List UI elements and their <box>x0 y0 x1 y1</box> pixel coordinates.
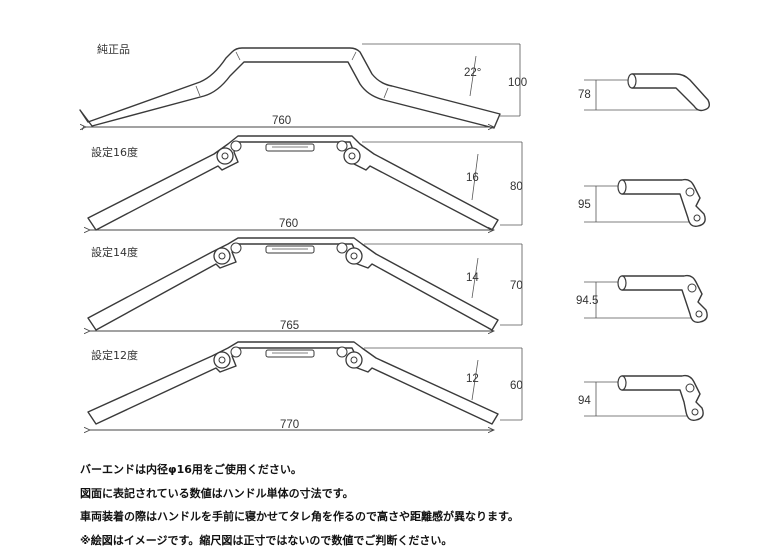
side-view-12deg: 94 <box>578 374 704 422</box>
handlebar-12deg <box>87 341 499 425</box>
bar-end <box>627 73 637 89</box>
handlebar-16deg <box>87 135 499 231</box>
handlebar-14deg <box>87 237 499 331</box>
clamp-right <box>336 346 363 369</box>
bend-line <box>195 85 201 97</box>
notes-block: バーエンドは内径φ16用をご使用ください。 図面に表記されている数値はハンドル単… <box>80 458 750 552</box>
angle-line <box>471 153 479 201</box>
bend-line <box>383 87 389 99</box>
clamp-left <box>213 346 242 369</box>
center-clamp <box>265 349 315 358</box>
angle-line <box>471 359 479 401</box>
angle-value: 12 <box>466 373 479 385</box>
clamp-bolt <box>687 283 697 293</box>
angle-line <box>469 55 477 97</box>
clamp-bolt <box>685 383 695 393</box>
width-value: 760 <box>272 115 291 127</box>
clamp-bolt <box>685 187 695 197</box>
note-line: 図面に表記されている数値はハンドル単体の寸法です。 <box>80 486 354 500</box>
height-value: 80 <box>510 181 523 193</box>
clamp-bolt <box>693 214 701 222</box>
clamp-left <box>216 140 242 165</box>
bar-end <box>617 179 627 195</box>
row-12deg: 設定12度 770 60 12 <box>87 341 523 431</box>
row-14deg: 設定14度 765 70 14 <box>87 237 523 332</box>
angle-value: 14 <box>466 272 479 284</box>
side-value: 94.5 <box>576 295 598 307</box>
note-line: 車両装着の際はハンドルを手前に寝かせてタレ角を作るので高さや距離感が異なります。 <box>80 510 519 523</box>
side-bar-14deg <box>618 274 708 324</box>
side-bar-stock <box>628 73 711 112</box>
bar-end <box>617 275 627 291</box>
row-label: 設定16度 <box>91 145 138 159</box>
angle-value: 22° <box>464 67 481 79</box>
bend-line <box>235 51 241 61</box>
angle-value: 16 <box>466 172 479 184</box>
side-view-stock: 78 <box>578 73 711 112</box>
ext-line <box>81 125 85 131</box>
clamp-bolt <box>695 310 703 318</box>
side-bar-12deg <box>618 374 704 422</box>
bar-end <box>617 375 627 391</box>
row-label: 設定14度 <box>91 245 138 259</box>
height-value: 70 <box>510 280 523 292</box>
side-view-14deg: 94.5 <box>576 274 708 324</box>
width-value: 760 <box>279 218 298 230</box>
bend-line <box>351 51 357 61</box>
handlebar-stock <box>79 47 501 129</box>
note-line: ※絵図はイメージです。縮尺図は正寸ではないので数値でご判断ください。 <box>80 533 453 547</box>
width-value: 765 <box>280 320 299 332</box>
height-value: 60 <box>510 380 523 392</box>
row-16deg: 設定16度 760 80 16 <box>87 135 523 231</box>
width-value: 770 <box>280 419 299 431</box>
side-view-16deg: 95 <box>578 178 706 228</box>
side-value: 95 <box>578 199 591 211</box>
note-line: バーエンドは内径φ16用をご使用ください。 <box>80 463 302 476</box>
clamp-left <box>213 242 242 265</box>
row-label: 設定12度 <box>91 348 138 362</box>
row-stock: 純正品 760 100 22° <box>79 43 527 131</box>
clamp-right <box>336 242 363 265</box>
side-value: 94 <box>578 395 591 407</box>
center-clamp <box>265 245 315 254</box>
center-clamp <box>265 143 315 152</box>
side-value: 78 <box>578 89 591 101</box>
height-value: 100 <box>508 77 527 89</box>
clamp-right <box>336 140 361 165</box>
row-label: 純正品 <box>97 43 130 56</box>
side-bar-16deg <box>618 178 706 228</box>
clamp-bolt <box>691 408 699 416</box>
angle-line <box>471 257 479 299</box>
